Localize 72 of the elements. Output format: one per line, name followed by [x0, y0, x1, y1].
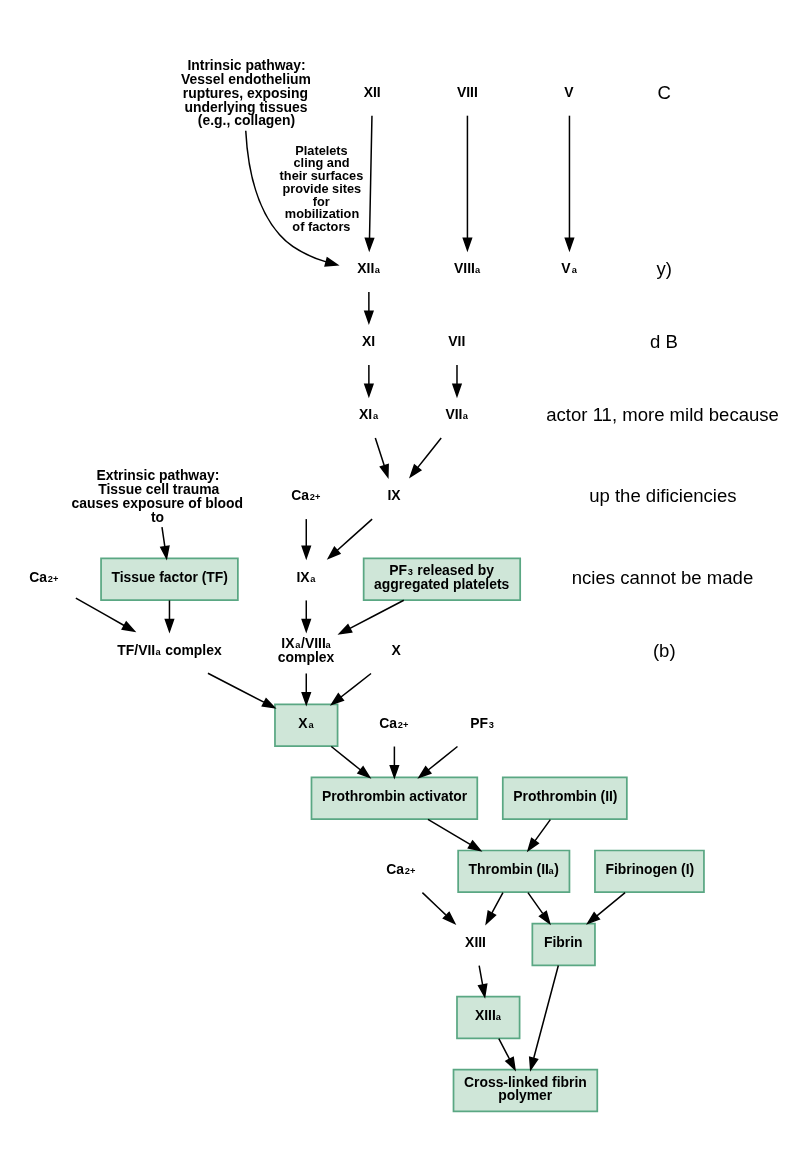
node-box: Thrombin (IIa) — [457, 849, 571, 894]
node-box: Prothrombin activator — [310, 776, 479, 821]
label: d B — [650, 331, 678, 353]
arrow — [586, 891, 626, 925]
arrow — [417, 745, 459, 779]
label: ncies cannot be made — [571, 566, 754, 588]
arrow — [337, 599, 405, 635]
arrow — [75, 597, 137, 633]
edge-label: Platelets cling and their surfaces provide sites for mobilization of factors — [279, 142, 364, 235]
arrow — [485, 891, 504, 926]
arrow — [363, 364, 374, 399]
label: C — [657, 81, 671, 103]
arrow — [564, 114, 575, 253]
arrow — [326, 518, 373, 560]
arrow — [329, 672, 372, 706]
arrow — [207, 672, 277, 709]
arrow — [526, 818, 552, 853]
label: (b) — [652, 639, 676, 661]
node-text: VII — [448, 333, 466, 350]
node-box: Xa — [274, 703, 339, 748]
node-text: XIII — [465, 933, 486, 950]
arrow — [374, 437, 389, 479]
arrow — [408, 437, 442, 479]
arrow — [477, 964, 488, 999]
node-text: V — [564, 84, 574, 101]
node-text: XI — [361, 333, 376, 350]
node-text: Ca2+ — [291, 487, 321, 504]
node-text: X — [391, 641, 401, 658]
arrow — [364, 114, 375, 253]
arrow — [159, 526, 170, 561]
node-text: XIa — [359, 406, 379, 423]
node-text: VIIIa — [454, 260, 481, 277]
node-box: Tissue factor (TF) — [100, 557, 239, 601]
node-text: Ca2+ — [29, 568, 59, 585]
node-text: Intrinsic pathway: Vessel endothelium ruptures, exposing underlying tissues (e.g., collagen) — [181, 56, 311, 129]
node-text: Ca2+ — [379, 714, 409, 731]
arrow — [528, 964, 560, 1072]
node-box: PF3 released by aggregated platelets — [362, 557, 522, 601]
arrow — [301, 518, 312, 561]
arrow — [301, 599, 312, 634]
node-box: XIIIa — [456, 995, 521, 1040]
label: y) — [656, 258, 672, 280]
node-box: Prothrombin (II) — [501, 776, 628, 821]
node-text: Va — [561, 260, 577, 277]
arrow — [245, 129, 340, 267]
arrow — [462, 114, 473, 253]
node-text: PF3 — [470, 714, 495, 731]
node-box: Cross-linked fibrin polymer — [452, 1068, 599, 1113]
node-text: VIIa — [445, 406, 468, 423]
node-text: XII — [363, 84, 381, 101]
node-text: Ca2+ — [386, 860, 416, 877]
arrow — [527, 891, 551, 926]
arrow — [498, 1037, 516, 1072]
arrow — [363, 291, 374, 326]
node-box: Fibrin — [531, 922, 596, 967]
node-text: XIIa — [357, 260, 380, 277]
node-box: Fibrinogen (I) — [594, 849, 705, 894]
arrow — [164, 599, 175, 634]
arrow — [301, 672, 312, 707]
node-text: IXa/VIIIa complex — [277, 635, 335, 666]
node-text: IXa — [296, 568, 316, 585]
arrow — [330, 745, 372, 779]
arrow — [427, 818, 483, 852]
label: actor 11, more mild because — [546, 404, 779, 426]
arrow — [389, 745, 400, 780]
node-text: Extrinsic pathway: Tissue cell trauma causes exposure of blood to — [71, 467, 244, 525]
label: up the dificiencies — [589, 485, 737, 507]
node-text: TF/VIIa complex — [117, 641, 222, 658]
node-text: VIII — [456, 84, 478, 101]
arrow — [421, 891, 457, 925]
arrow — [451, 364, 463, 399]
node-text: IX — [387, 487, 401, 504]
